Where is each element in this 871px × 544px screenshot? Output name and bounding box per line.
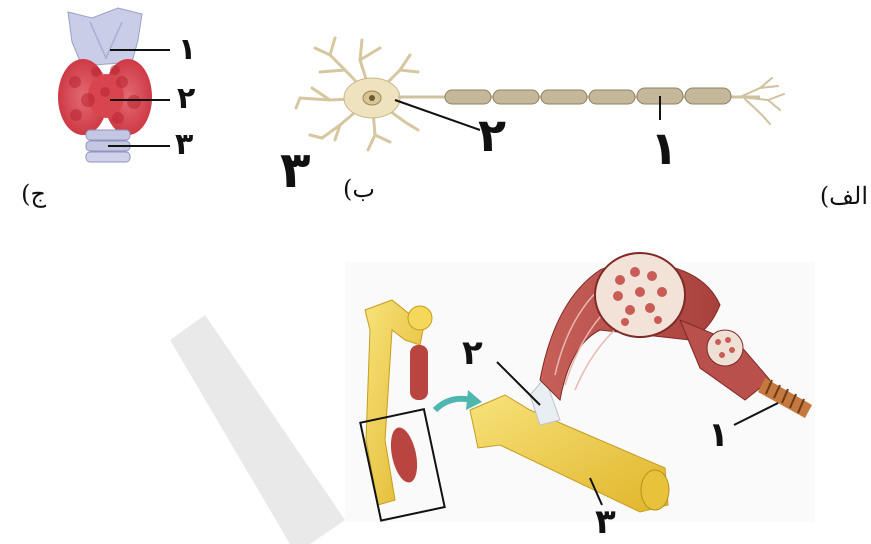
muscle-bone-illustration <box>345 253 815 522</box>
thyroid-label-2: ۲ <box>177 84 195 114</box>
watermark-stripe <box>170 315 345 544</box>
caption-jim: ج) <box>4 182 46 206</box>
thyroid-label-3: ۳ <box>175 130 193 160</box>
thyroid-label-1: ۱ <box>178 35 196 65</box>
muscle-label-2: ۲ <box>462 336 483 370</box>
neuron-label-2: ۲ <box>478 112 506 158</box>
neuron-label-1: ۱ <box>650 125 678 171</box>
caption-be: ب) <box>325 177 375 201</box>
caption-alef: الف) <box>808 184 868 208</box>
thyroid-illustration <box>58 8 170 162</box>
neuron-illustration <box>296 38 784 150</box>
muscle-label-3: ۳ <box>595 505 616 539</box>
muscle-label-1: ۱ <box>708 418 729 452</box>
neuron-label-3: ۳ <box>280 145 311 195</box>
